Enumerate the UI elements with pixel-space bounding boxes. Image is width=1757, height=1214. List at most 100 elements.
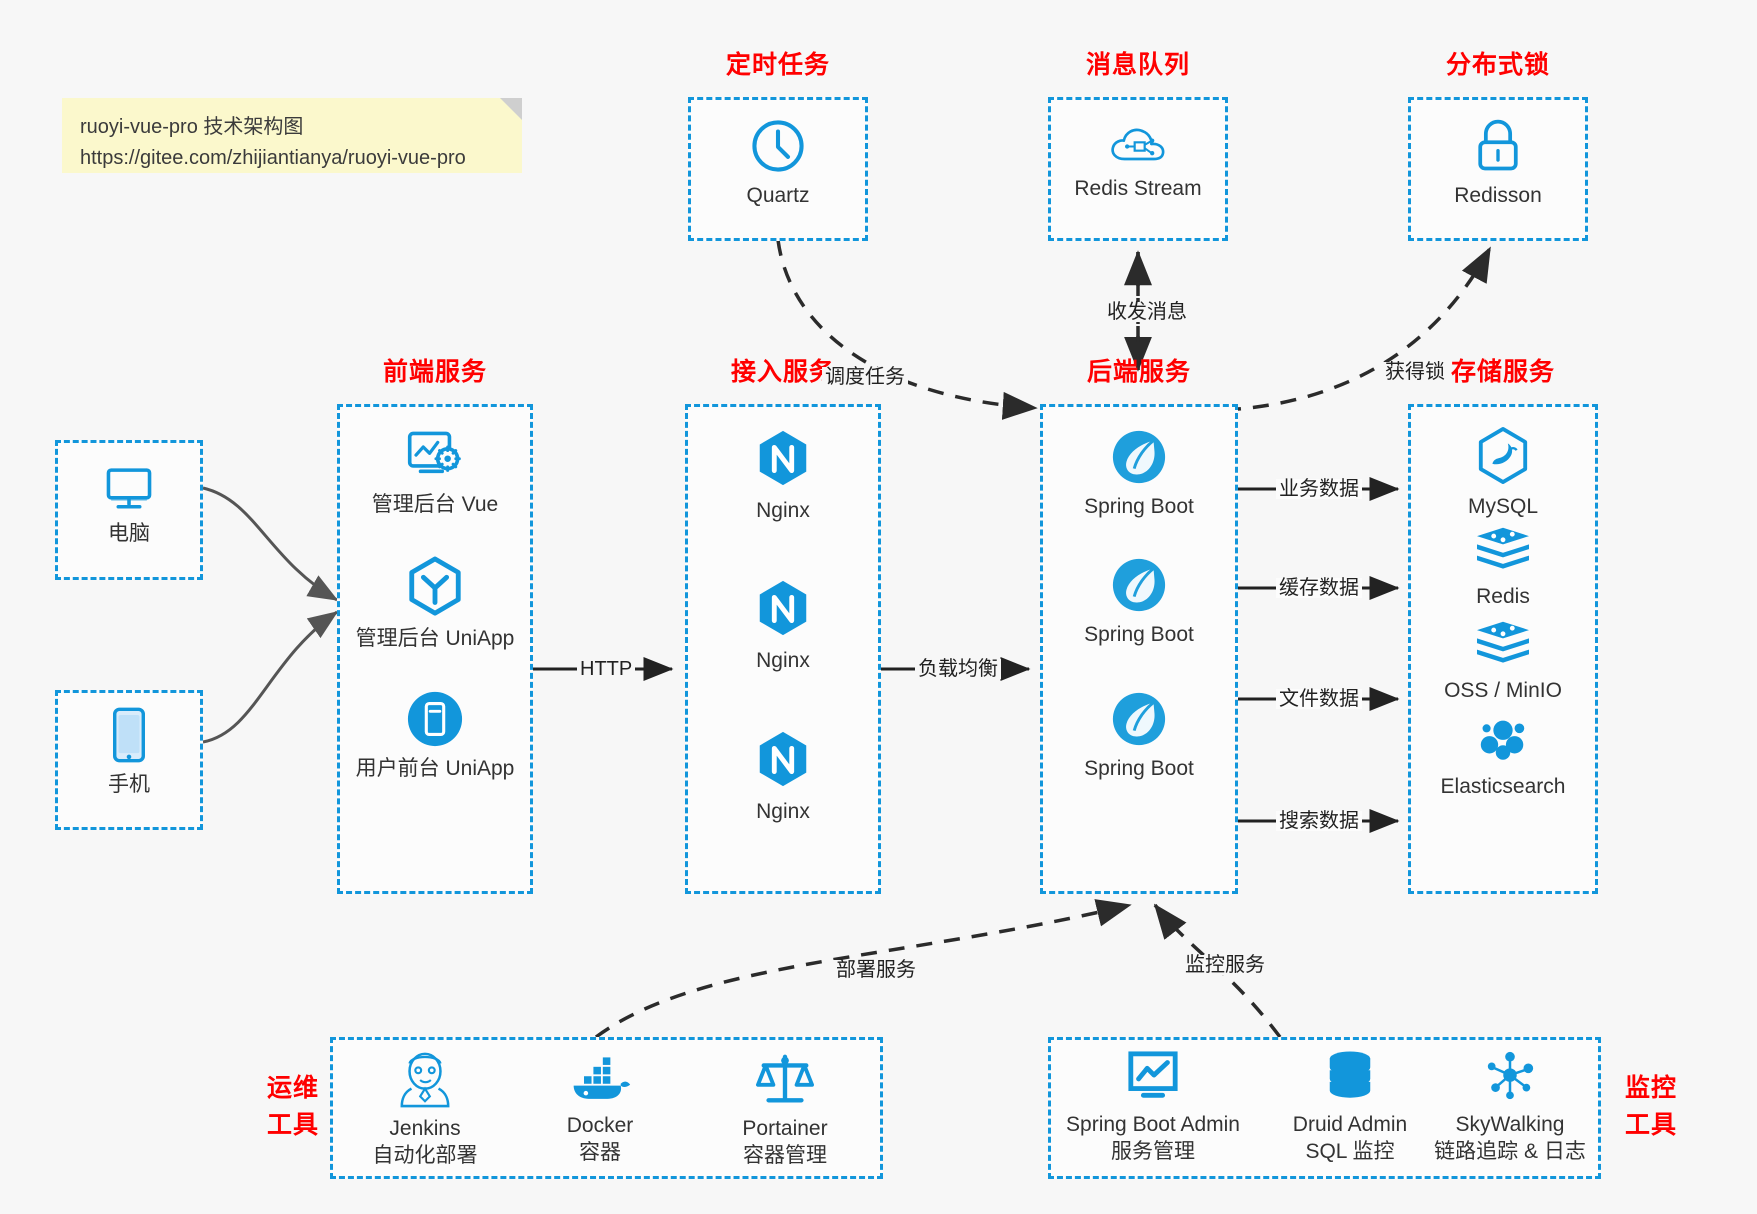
node-mysql[interactable]: MySQL [1408,426,1598,521]
node-redis-label: Redis [1476,585,1530,608]
node-quartz-label: Quartz [746,184,810,207]
spring-leaf-icon [1112,430,1166,484]
group-title-storage-service: 存储服务 [1450,358,1555,386]
node-redisson[interactable]: Redisson [1408,117,1588,210]
node-springboot-1-label: Spring Boot [1084,495,1194,518]
node-springboot-2[interactable]: Spring Boot [1040,556,1238,649]
node-elasticsearch-label: Elasticsearch [1440,775,1566,798]
group-title-access-service: 接入服务 [730,358,835,386]
group-title-monitor-tools-line1: 监控 [1624,1074,1677,1102]
node-skywalking[interactable]: SkyWalking 链路追踪 & 日志 [1420,1050,1600,1166]
node-docker[interactable]: Docker 容器 [515,1055,685,1167]
node-portainer[interactable]: Portainer 容器管理 [700,1050,870,1170]
group-title-message-queue: 消息队列 [1085,51,1190,79]
node-redis-stream[interactable]: Redis Stream [1048,120,1228,203]
node-jenkins-sublabel: 自动化部署 [372,1143,478,1167]
node-admin-vue[interactable]: 管理后台 Vue [337,428,533,519]
database-cylinder-icon [1329,1051,1371,1098]
docker-whale-icon [573,1057,631,1099]
node-nginx-2[interactable]: Nginx [685,578,881,675]
dashboard-gear-icon [407,431,461,474]
node-docker-label: Docker [566,1114,634,1137]
spring-leaf-icon [1112,692,1166,746]
cloud-network-icon [1111,128,1165,161]
redis-stack-icon [1477,527,1529,569]
node-nginx-1[interactable]: Nginx [685,428,881,525]
node-quartz[interactable]: Quartz [688,117,868,210]
mobile-circle-icon [407,691,463,747]
node-redisson-label: Redisson [1454,184,1542,207]
node-springboot-admin-label: Spring Boot Admin [1066,1113,1240,1136]
node-oss-minio[interactable]: OSS / MinIO [1408,618,1598,705]
hexagon-cube-icon [409,556,461,616]
group-title-monitor-tools-line2: 工具 [1624,1111,1677,1139]
group-title-scheduled-task: 定时任务 [725,51,830,79]
nginx-hexagon-icon [759,580,807,636]
group-box-message-queue [1048,97,1228,241]
edge-label-search-data: 搜索数据 [1276,811,1362,831]
node-mysql-label: MySQL [1467,495,1538,518]
monitor-chart-icon [1128,1051,1178,1098]
node-nginx-2-label: Nginx [756,649,810,672]
group-title-backend-service: 后端服务 [1086,358,1191,386]
spring-leaf-icon [1112,558,1166,612]
node-springboot-2-label: Spring Boot [1084,623,1194,646]
node-admin-uniapp[interactable]: 管理后台 UniApp [337,556,533,653]
node-redis[interactable]: Redis [1408,524,1598,611]
node-docker-sublabel: 容器 [579,1140,621,1164]
node-jenkins-label: Jenkins [389,1117,461,1140]
mysql-dolphin-icon [1478,427,1528,484]
sticky-note: ruoyi-vue-pro 技术架构图 https://gitee.com/zh… [62,98,522,173]
node-nginx-3[interactable]: Nginx [685,729,881,826]
group-box-backend-service [1040,404,1238,894]
edge-label-deploy-service: 部署服务 [833,960,919,980]
node-computer-label: 电脑 [108,522,150,545]
node-oss-minio-label: OSS / MinIO [1444,679,1562,702]
edge-label-cache-data: 缓存数据 [1276,578,1362,598]
node-springboot-admin[interactable]: Spring Boot Admin 服务管理 [1053,1050,1253,1166]
node-skywalking-sublabel: 链路追踪 & 日志 [1434,1139,1586,1163]
node-admin-vue-label: 管理后台 Vue [371,493,499,516]
edge-label-business-data: 业务数据 [1276,479,1362,499]
redis-stack-icon [1477,621,1529,663]
node-druid-admin[interactable]: Druid Admin SQL 监控 [1265,1050,1435,1166]
desktop-monitor-icon [106,468,152,509]
node-nginx-1-label: Nginx [756,499,810,522]
nginx-hexagon-icon [759,731,807,787]
mobile-phone-icon [113,707,145,763]
node-nginx-3-label: Nginx [756,800,810,823]
node-springboot-1[interactable]: Spring Boot [1040,428,1238,521]
group-box-access-service [685,404,881,894]
node-springboot-admin-sublabel: 服务管理 [1111,1139,1195,1163]
edge-label-http: HTTP [577,659,636,679]
node-phone-label: 手机 [108,773,150,796]
node-phone[interactable]: 手机 [55,706,203,799]
node-elasticsearch[interactable]: Elasticsearch [1408,710,1598,801]
node-user-uniapp[interactable]: 用户前台 UniApp [337,690,533,783]
note-fold-corner [500,98,522,120]
group-title-frontend-service: 前端服务 [382,358,487,386]
lock-icon [1478,119,1518,171]
node-jenkins[interactable]: Jenkins 自动化部署 [340,1050,510,1170]
edge-label-monitor-service: 监控服务 [1182,955,1268,975]
clock-icon [752,120,804,172]
edge-label-file-data: 文件数据 [1276,689,1362,709]
node-user-uniapp-label: 用户前台 UniApp [355,757,515,780]
edge-label-load-balance: 负载均衡 [915,659,1001,679]
node-portainer-label: Portainer [742,1117,828,1140]
node-redis-stream-label: Redis Stream [1074,177,1202,200]
edge-label-schedule-task: 调度任务 [822,367,908,387]
node-admin-uniapp-label: 管理后台 UniApp [355,627,515,650]
portainer-scale-icon [756,1054,814,1103]
node-portainer-sublabel: 容器管理 [743,1143,827,1167]
group-title-ops-tools-line2: 工具 [266,1111,319,1139]
group-title-ops-tools-line1: 运维 [266,1074,319,1102]
node-druid-admin-sublabel: SQL 监控 [1305,1139,1395,1163]
node-springboot-3-label: Spring Boot [1084,757,1194,780]
node-springboot-3[interactable]: Spring Boot [1040,690,1238,783]
node-computer[interactable]: 电脑 [55,463,203,548]
node-druid-admin-label: Druid Admin [1292,1113,1408,1136]
edge-label-acquire-lock: 获得锁 [1382,362,1448,382]
edge-label-send-receive-message: 收发消息 [1104,302,1190,322]
